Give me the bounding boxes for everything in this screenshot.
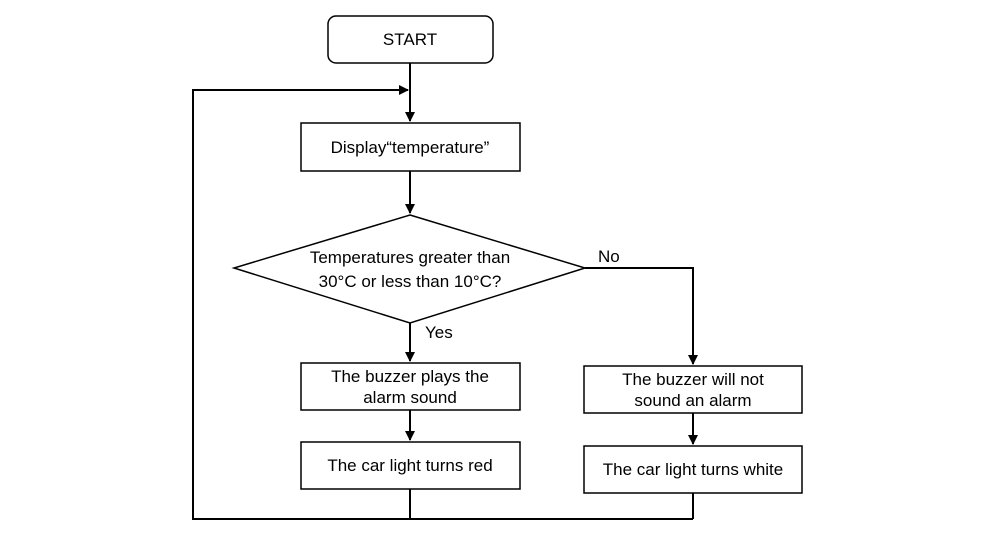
node-start: START <box>327 15 494 64</box>
node-decision-label-line2: 30°C or less than 10°C? <box>319 272 502 291</box>
node-light-red-label: The car light turns red <box>327 456 492 475</box>
node-buzzer-alarm-line2: alarm sound <box>363 388 457 407</box>
node-decision-label-line1: Temperatures greater than <box>310 248 510 267</box>
edge-label-yes: Yes <box>425 323 453 342</box>
edge-decision-no <box>585 267 698 365</box>
node-buzzer-silent-line2: sound an alarm <box>634 391 751 410</box>
node-display: Display“temperature” <box>300 122 521 172</box>
node-buzzer-silent-line1: The buzzer will not <box>622 370 764 389</box>
node-buzzer-alarm-line1: The buzzer plays the <box>331 367 489 386</box>
node-display-label: Display“temperature” <box>331 138 490 157</box>
edge-loop-back <box>192 85 411 520</box>
node-buzzer-alarm: The buzzer plays the alarm sound <box>300 362 521 411</box>
node-light-white: The car light turns white <box>583 445 803 494</box>
node-start-label: START <box>383 30 437 49</box>
node-light-white-label: The car light turns white <box>603 460 783 479</box>
node-buzzer-silent: The buzzer will not sound an alarm <box>583 365 803 414</box>
edge-label-no: No <box>598 247 620 266</box>
node-light-red: The car light turns red <box>300 441 521 490</box>
node-decision: Temperatures greater than 30°C or less t… <box>231 214 588 324</box>
